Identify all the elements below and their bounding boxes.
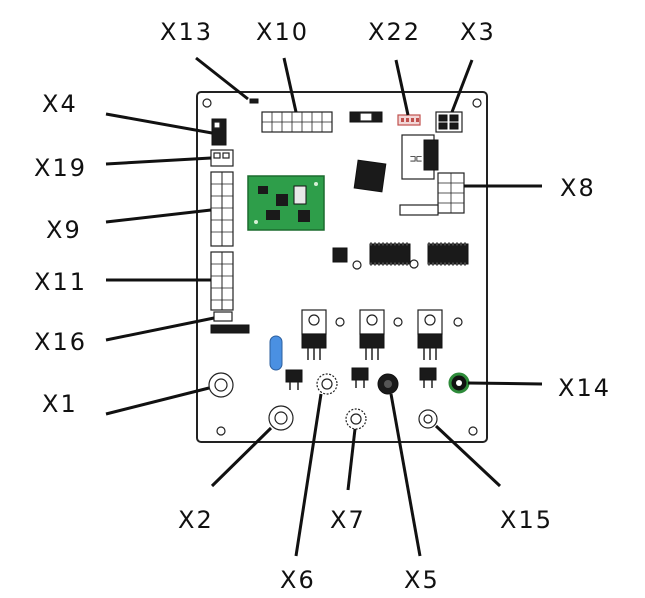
label-x11: X11	[34, 268, 87, 296]
x15-terminal	[418, 409, 438, 429]
transistor-2	[359, 309, 385, 360]
x22-connector	[397, 114, 421, 126]
x16-connector	[210, 311, 250, 334]
x8-connector	[437, 172, 465, 214]
x3-connector	[435, 111, 463, 133]
leader-x6	[294, 393, 323, 557]
x2-terminal	[268, 405, 294, 431]
leader-x16	[105, 316, 215, 342]
leader-x19	[105, 156, 212, 166]
label-x19: X19	[34, 154, 87, 182]
leader-x10	[282, 57, 298, 113]
diode-1	[285, 369, 303, 390]
leader-x5	[389, 393, 422, 557]
x5-terminal	[377, 373, 399, 395]
small-ic	[332, 247, 348, 263]
leader-x22	[394, 59, 410, 116]
leader-x7	[346, 428, 357, 491]
label-x3: X3	[460, 18, 496, 46]
driver-ic-1	[369, 242, 411, 266]
x4-pin	[213, 121, 221, 129]
mounting-hole	[216, 426, 226, 436]
fuse-window	[359, 112, 373, 122]
daughter-board	[247, 175, 325, 231]
label-x7: X7	[330, 506, 366, 534]
capacitor	[269, 335, 283, 371]
x6-terminal	[316, 373, 338, 395]
mounting-hole	[202, 98, 212, 108]
driver-ic-2	[427, 242, 469, 266]
leader-x13	[195, 56, 249, 101]
label-x4: X4	[42, 90, 78, 118]
microcontroller-chip	[353, 159, 387, 193]
screw	[453, 317, 463, 327]
label-x10: X10	[256, 18, 309, 46]
svg-text:⊐⊏: ⊐⊏	[410, 154, 422, 165]
diode-2	[351, 367, 369, 388]
leader-x2	[210, 426, 273, 488]
label-x9: X9	[46, 216, 82, 244]
x11-connector	[210, 251, 234, 311]
mounting-hole	[472, 98, 482, 108]
leader-x15	[434, 424, 502, 488]
transistor-1	[301, 309, 327, 360]
relay-module: ⊐⊏	[401, 134, 439, 180]
x10-connector	[261, 111, 333, 133]
leader-x4	[105, 112, 213, 135]
x7-terminal	[345, 408, 367, 430]
leader-x3	[450, 59, 474, 113]
diode-3	[419, 367, 437, 388]
leader-x14	[467, 381, 543, 386]
x1-terminal	[208, 372, 234, 398]
x14-terminal	[448, 372, 470, 394]
label-x14: X14	[558, 374, 611, 402]
screw	[352, 260, 362, 270]
x9-connector	[210, 171, 234, 247]
label-x22: X22	[368, 18, 421, 46]
x19-connector	[210, 149, 234, 167]
mounting-hole	[468, 426, 478, 436]
label-x6: X6	[280, 566, 316, 594]
label-x16: X16	[34, 328, 87, 356]
label-x2: X2	[178, 506, 214, 534]
leader-x1	[105, 386, 210, 416]
x13-connector	[249, 98, 259, 104]
transistor-3	[417, 309, 443, 360]
small-component	[399, 204, 439, 216]
leader-x9	[105, 208, 212, 224]
label-x8: X8	[560, 174, 596, 202]
circuit-board	[196, 91, 488, 443]
label-x13: X13	[160, 18, 213, 46]
screw	[409, 259, 419, 269]
label-x5: X5	[404, 566, 440, 594]
screw	[335, 317, 345, 327]
label-x15: X15	[500, 506, 553, 534]
screw	[393, 317, 403, 327]
label-x1: X1	[42, 390, 78, 418]
